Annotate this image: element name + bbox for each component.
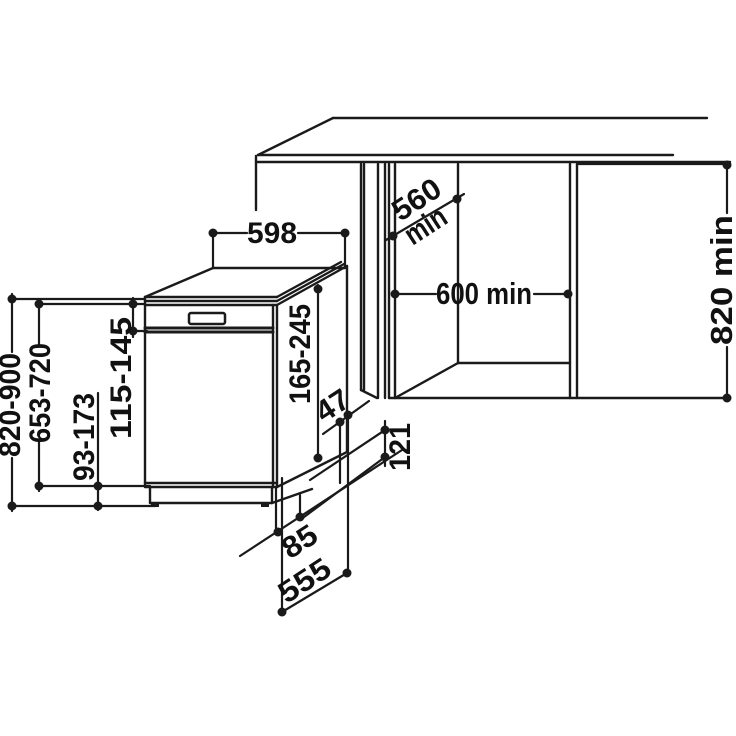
- label-600-min: 600 min: [436, 276, 532, 311]
- label-820-min: 820 min: [704, 215, 736, 345]
- label-598: 598: [247, 217, 297, 250]
- label-93-173: 93-173: [68, 393, 101, 481]
- dimension-820-min: [575, 162, 729, 400]
- countertop: [254, 116, 732, 212]
- label-653-720: 653-720: [24, 343, 57, 443]
- label-165-245: 165-245: [284, 304, 317, 404]
- dishwasher: [143, 260, 349, 507]
- niche: [359, 162, 729, 400]
- dimension-560-min: [384, 192, 466, 242]
- dimension-598: [211, 231, 347, 270]
- label-121: 121: [384, 423, 417, 471]
- rear-foot: [261, 503, 269, 507]
- label-820-900: 820-900: [0, 353, 27, 457]
- dimension-820-900: [10, 292, 157, 513]
- dimension-labels: 598 560 min 600 min 820 min 820-900 653-…: [0, 172, 736, 610]
- dimension-555: [280, 476, 349, 614]
- label-115-145: 115-145: [105, 317, 138, 439]
- dimension-dots: [7, 160, 732, 617]
- door-handle: [187, 311, 227, 326]
